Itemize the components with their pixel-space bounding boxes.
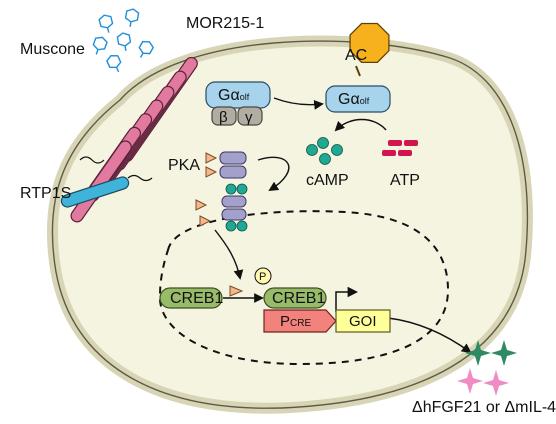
rtp1s-tail — [79, 156, 105, 164]
pka-catalytic-subunit — [229, 285, 244, 297]
muscone-icon — [116, 32, 132, 51]
cre-promoter — [263, 309, 337, 333]
atp-label: ATP — [390, 172, 420, 189]
secreted-products — [457, 340, 517, 396]
rtp1s-protein — [60, 176, 130, 208]
pka-inactive — [205, 151, 247, 179]
g-gamma-subunit — [237, 106, 263, 126]
sparkle-icon — [483, 370, 509, 396]
atp-to-camp-arrow — [334, 118, 387, 132]
creb1-inactive-label: CREB1 — [170, 290, 223, 307]
creb1-active — [263, 287, 327, 309]
muscone-molecules — [92, 8, 155, 73]
atp-molecules — [382, 140, 418, 156]
muscone-icon — [124, 8, 140, 27]
gene-of-interest — [335, 309, 391, 333]
muscone-icon — [138, 40, 155, 58]
creb1-inactive — [159, 287, 223, 309]
transcription-start-arrow — [335, 286, 359, 312]
pka-to-nucleus-arrow — [214, 229, 244, 280]
goi-label: GOI — [349, 313, 377, 330]
pka-label: PKA — [168, 157, 200, 174]
rtp1s-tail-inner — [127, 174, 153, 182]
camp-molecules — [306, 137, 343, 165]
adenylyl-cyclase — [349, 22, 390, 63]
muscone-icon — [92, 36, 108, 55]
gamma-label: γ — [245, 109, 253, 126]
sparkle-icon — [465, 340, 491, 366]
phosphate-label: P — [259, 271, 266, 283]
g-alpha-olf-active — [325, 85, 391, 113]
muscone-label: Muscone — [20, 41, 85, 58]
sparkle-icon — [457, 368, 483, 394]
activation-arrow — [273, 97, 324, 110]
expression-arrow — [387, 317, 472, 354]
muscone-icon — [98, 14, 114, 33]
pka-active — [195, 183, 248, 232]
ac-label: AC — [345, 47, 367, 64]
creb1-active-label: CREB1 — [272, 290, 325, 307]
camp-to-pka-arrow — [257, 156, 290, 192]
phosphate-group — [254, 267, 272, 285]
g-alpha-olf-inactive-label: Gαolf — [218, 87, 250, 104]
output-label: ΔhFGF21 or ΔmIL-4 — [412, 399, 556, 416]
muscone-icon — [106, 54, 122, 73]
g-alpha-olf-active-label: Gαolf — [338, 91, 370, 108]
camp-label: cAMP — [306, 172, 349, 189]
g-beta-subunit — [211, 106, 237, 126]
sparkle-icon — [491, 340, 517, 366]
promoter-label: PCRE — [280, 313, 311, 330]
ac-stem — [355, 65, 361, 77]
receptor-label: MOR215-1 — [186, 15, 264, 32]
nucleus — [158, 210, 450, 366]
rtp1s-label: RTP1S — [20, 185, 71, 202]
beta-label: β — [219, 109, 228, 126]
g-alpha-olf-inactive — [205, 81, 271, 109]
